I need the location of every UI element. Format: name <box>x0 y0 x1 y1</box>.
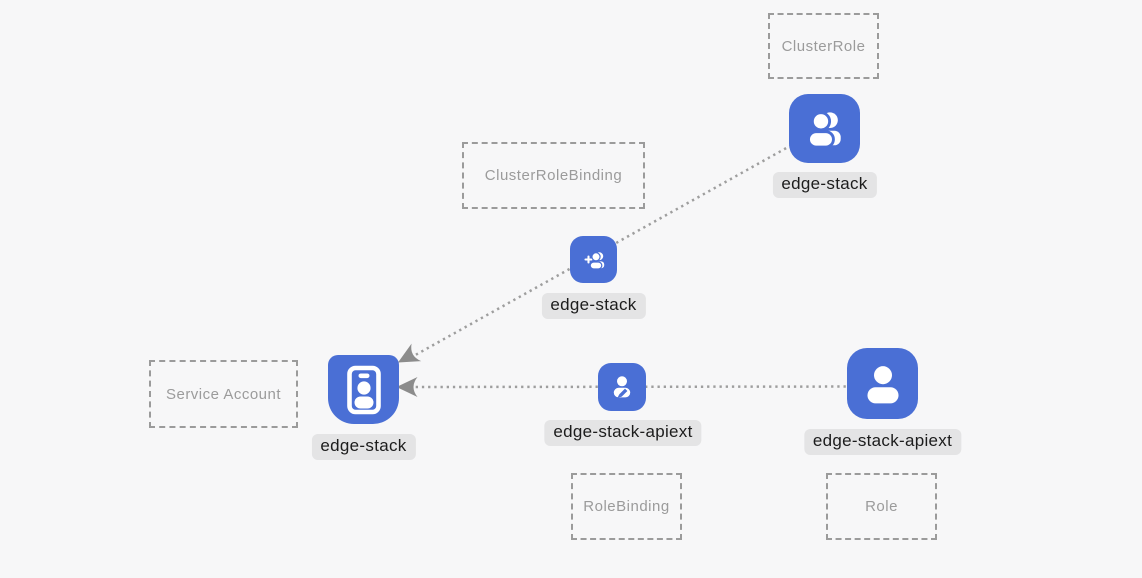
node-role <box>847 348 918 419</box>
arrowhead-diagonal-icon <box>398 343 422 363</box>
type-box-serviceaccount: Service Account <box>149 360 298 428</box>
node-label-clusterrolebinding: edge-stack <box>541 293 646 319</box>
edge-role-to-serviceaccount <box>409 385 884 389</box>
type-box-rolebinding-label: RoleBinding <box>583 498 670 515</box>
type-box-serviceaccount-label: Service Account <box>165 385 282 403</box>
user-edit-icon <box>613 376 631 398</box>
type-box-role: Role <box>826 473 937 540</box>
type-box-clusterrolebinding-label: ClusterRoleBinding <box>484 167 623 184</box>
node-label-serviceaccount: edge-stack <box>311 434 416 460</box>
type-box-clusterrole: ClusterRole <box>768 13 879 79</box>
node-rolebinding <box>598 363 646 411</box>
arrowhead-horizontal-icon <box>396 377 418 397</box>
type-box-clusterrolebinding: ClusterRoleBinding <box>462 142 645 209</box>
user-icon <box>866 365 899 403</box>
user-plus-icon <box>583 251 604 270</box>
node-clusterrole <box>789 94 860 163</box>
id-badge-icon <box>346 365 381 414</box>
type-box-rolebinding: RoleBinding <box>571 473 682 540</box>
node-label-rolebinding: edge-stack-apiext <box>544 420 702 446</box>
node-clusterrolebinding <box>570 236 617 283</box>
node-serviceaccount <box>328 355 399 424</box>
type-box-role-label: Role <box>865 498 898 515</box>
node-label-clusterrole: edge-stack <box>772 172 877 198</box>
node-label-role: edge-stack-apiext <box>803 429 962 455</box>
users-icon <box>806 110 841 148</box>
edge-clusterrole-to-serviceaccount <box>409 125 825 360</box>
type-box-clusterrole-label: ClusterRole <box>781 37 866 55</box>
